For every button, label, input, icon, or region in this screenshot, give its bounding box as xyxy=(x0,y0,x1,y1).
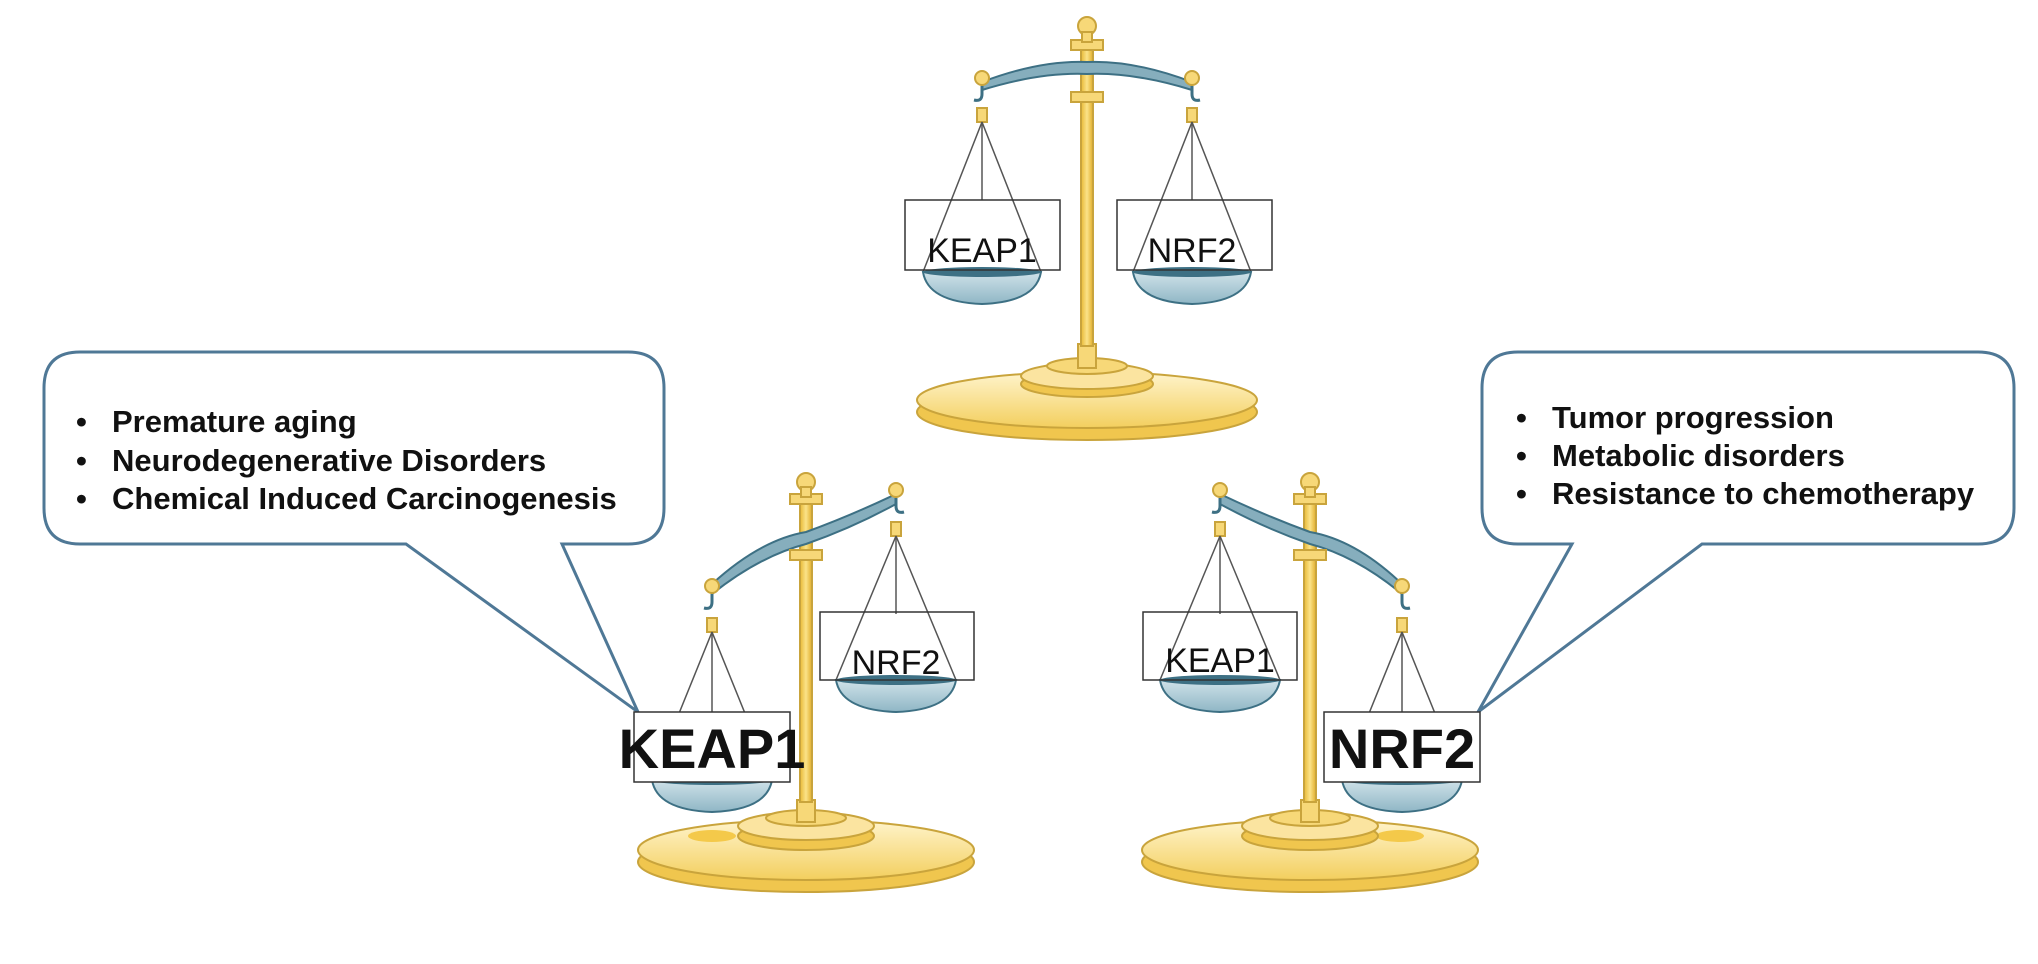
right-callout-item-2: Metabolic disorders xyxy=(1552,438,1845,473)
left-pan xyxy=(650,779,774,814)
right-pan-label-box xyxy=(1323,711,1481,783)
balanced-left-label: KEAP1 xyxy=(927,232,1037,270)
right-callout: • Tumor progression • Metabolic disorder… xyxy=(1476,350,2016,714)
left-callout-item-1: Premature aging xyxy=(112,404,357,439)
right-pan xyxy=(1131,271,1253,306)
right-pan-label-box xyxy=(1116,199,1273,271)
keap1-heavy-scale: KEAP1 NRF2 xyxy=(619,472,975,893)
left-callout-bullet: • xyxy=(76,481,87,516)
scale-pole xyxy=(1080,39,1094,347)
keap1-heavy-left-label: KEAP1 xyxy=(619,717,806,780)
right-pan-label-box xyxy=(819,611,975,681)
right-pan xyxy=(834,679,958,714)
right-callout-bullet: • xyxy=(1516,400,1527,435)
nrf2-heavy-scale: KEAP1 NRF2 xyxy=(1141,472,1481,893)
keap1-heavy-right-label: NRF2 xyxy=(852,644,941,682)
right-callout-bubble xyxy=(1476,350,2016,714)
left-callout-bubble xyxy=(42,350,666,717)
balanced-scale: KEAP1 NRF2 xyxy=(904,16,1273,441)
left-callout-bullet: • xyxy=(76,404,87,439)
left-pan xyxy=(1158,679,1282,714)
left-callout-item-3: Chemical Induced Carcinogenesis xyxy=(112,481,617,516)
right-callout-item-3: Resistance to chemotherapy xyxy=(1552,476,1975,511)
right-callout-item-1: Tumor progression xyxy=(1552,400,1834,435)
left-pan-label-box xyxy=(1142,611,1298,681)
nrf2-heavy-right-label: NRF2 xyxy=(1329,717,1475,780)
left-callout-item-2: Neurodegenerative Disorders xyxy=(112,443,546,478)
left-pan xyxy=(921,271,1043,306)
balanced-right-label: NRF2 xyxy=(1148,232,1237,270)
right-callout-bullet: • xyxy=(1516,438,1527,473)
right-callout-bullet: • xyxy=(1516,476,1527,511)
left-pan-label-box xyxy=(633,711,791,783)
left-callout-bullet: • xyxy=(76,443,87,478)
left-pan-label-box xyxy=(904,199,1061,271)
right-pan xyxy=(1340,779,1464,814)
nrf2-heavy-left-label: KEAP1 xyxy=(1165,642,1275,680)
left-callout: • Premature aging • Neurodegenerative Di… xyxy=(42,350,666,717)
